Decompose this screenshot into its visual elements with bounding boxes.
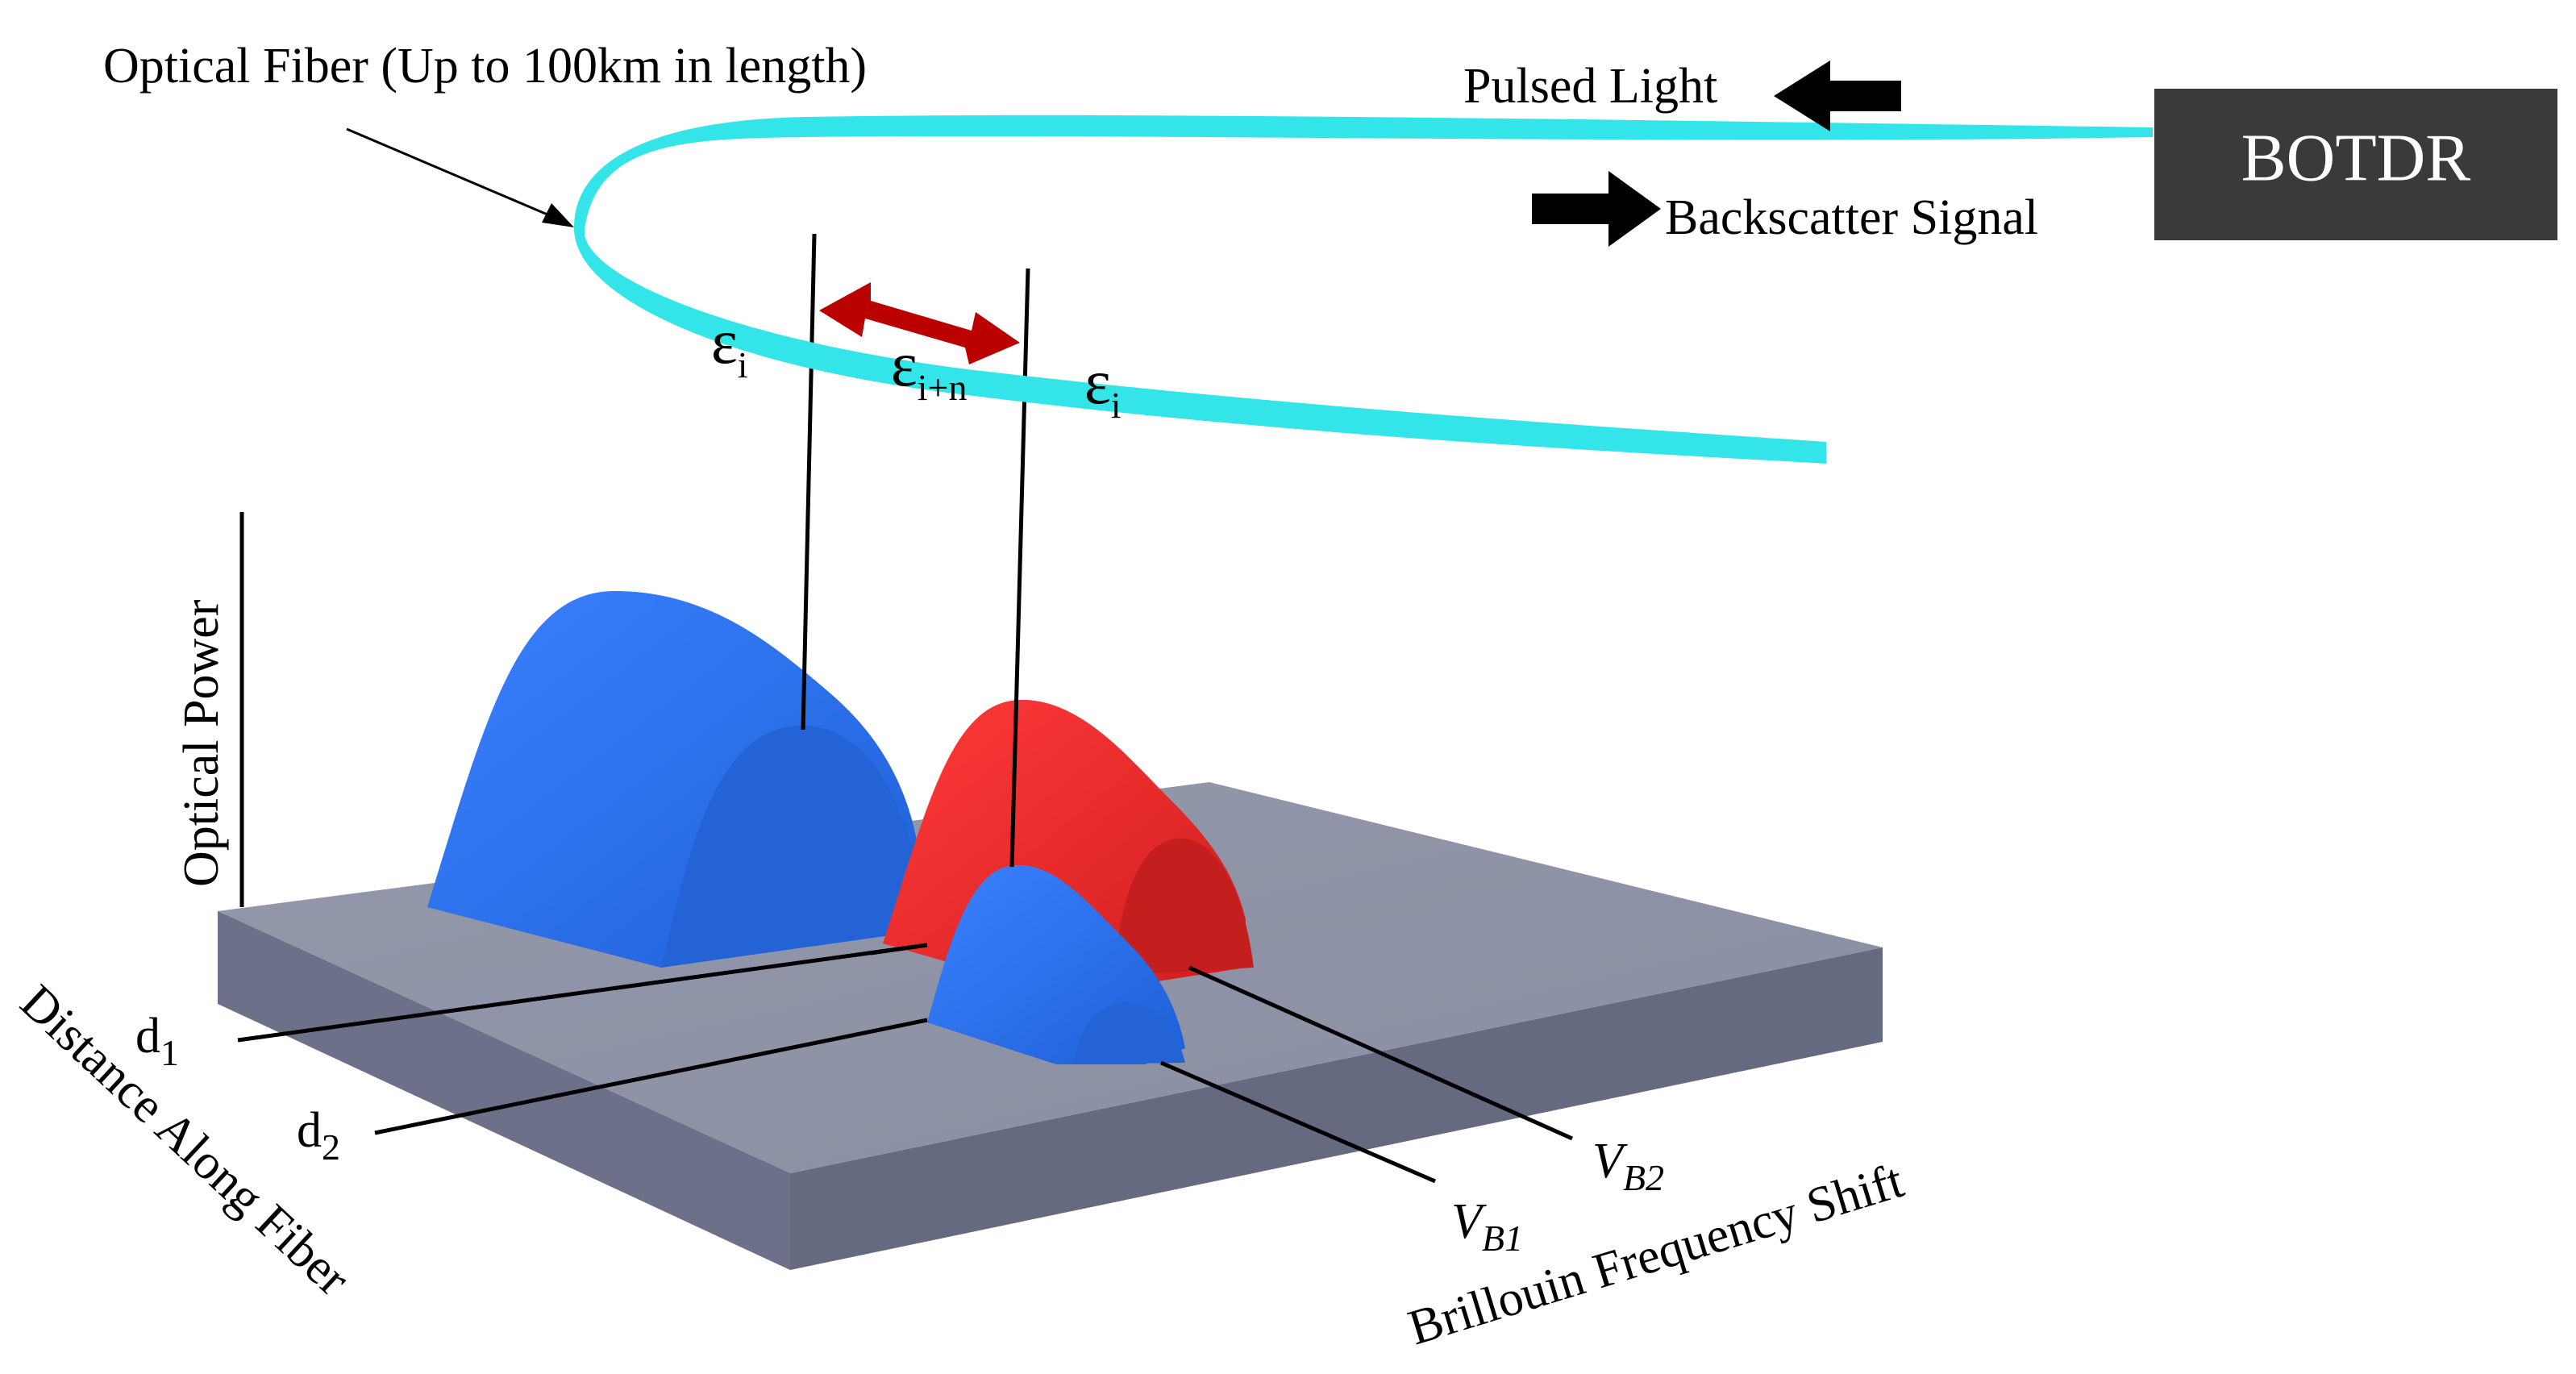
platform-front-face xyxy=(790,947,1883,1270)
pulsed-light-arrow xyxy=(1774,60,1901,131)
backscatter-label: Backscatter Signal xyxy=(1665,190,2038,245)
botdr-box xyxy=(2154,89,2557,240)
grid-line-vb1 xyxy=(1160,1060,1436,1184)
frequency-mark-vb2: VB2 xyxy=(1592,1134,1664,1198)
blue-peak-large-end-face xyxy=(661,725,919,968)
backscatter-arrow xyxy=(1532,171,1661,247)
fiber-pointer-line xyxy=(346,127,565,223)
strain-middle: εi+n xyxy=(891,329,968,408)
strain-line-right xyxy=(1009,268,1030,868)
grid-line-d1 xyxy=(237,943,928,1043)
frequency-mark-vb1: VB1 xyxy=(1451,1194,1523,1259)
botdr-label: BOTDR xyxy=(2241,120,2471,195)
pulsed-light-label: Pulsed Light xyxy=(1463,59,1717,114)
blue-peak-small xyxy=(927,864,1185,1064)
strain-line-left xyxy=(801,233,817,731)
platform-left-side xyxy=(218,911,790,1270)
fiber-pointer-arrowhead xyxy=(542,203,574,227)
grid-line-vb2 xyxy=(1188,965,1574,1141)
blue-peak-small-end-face xyxy=(1072,1001,1185,1064)
optical-power-label: Optical Power xyxy=(174,599,229,887)
axes xyxy=(237,127,1574,1184)
distance-mark-d1: d1 xyxy=(135,1009,179,1073)
blue-peak-large xyxy=(427,590,919,968)
strain-right: εi xyxy=(1084,347,1122,426)
optical-fiber xyxy=(573,114,2153,464)
grid-line-d2 xyxy=(374,1018,928,1135)
grid-line-d1-mid xyxy=(870,943,928,956)
distance-mark-d2: d2 xyxy=(297,1103,340,1168)
strain-left: εi xyxy=(711,306,748,385)
fiber-label: Optical Fiber (Up to 100km in length) xyxy=(103,39,867,94)
strain-double-arrow xyxy=(819,282,1020,364)
red-peak-end-face xyxy=(1113,839,1254,976)
